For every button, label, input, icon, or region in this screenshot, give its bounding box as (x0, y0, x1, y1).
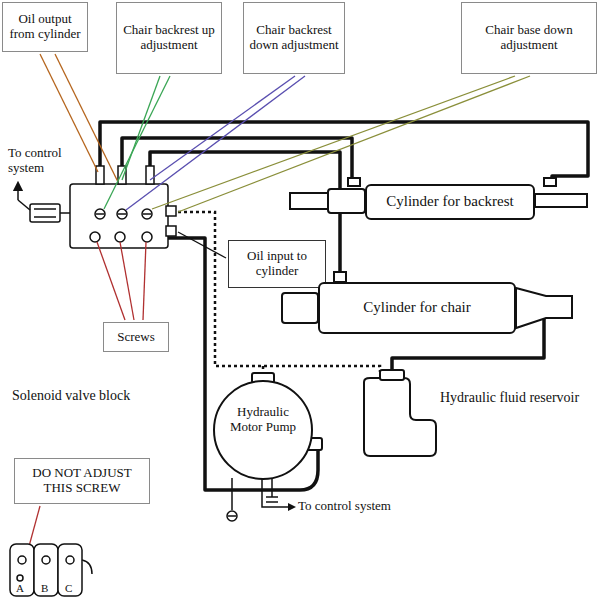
valve-letter: B (41, 582, 48, 595)
part-label: Solenoid valve block (12, 388, 130, 404)
leader-line (97, 242, 125, 320)
cylinder-body: Cylinder for chair (318, 282, 516, 334)
backrest-cylinder-parts (544, 178, 556, 186)
signal-label: To control system (8, 146, 88, 176)
solenoid-valve-block (34, 216, 56, 218)
valve-block-detail (66, 556, 74, 564)
solenoid-valve-block (117, 209, 127, 219)
node-text: Hydraulic Motor Pump (229, 405, 297, 435)
cylinder-body: Cylinder for backrest (365, 184, 535, 220)
solenoid-valve-block (142, 209, 152, 219)
valve-block-detail (42, 556, 50, 564)
ground-symbol (228, 515, 236, 517)
node-text: DO NOT ADJUST THIS SCREW (20, 466, 144, 496)
valve-block-detail (17, 575, 23, 581)
hydraulic-reservoir (380, 370, 404, 380)
control-wire (266, 496, 278, 498)
callout-box: Oil output from cylinder (2, 2, 88, 52)
node-text: Cylinder for chair (326, 299, 508, 316)
hydraulic-hose (122, 138, 352, 186)
solenoid-valve-block (146, 166, 154, 184)
control-wire (18, 200, 30, 210)
node-text: Screws (109, 330, 163, 345)
signal-label: To control system (298, 499, 391, 514)
ground-symbol (227, 478, 237, 521)
solenoid-valve-block (60, 212, 70, 214)
solenoid-valve-block (142, 232, 152, 242)
leader-line (55, 54, 118, 182)
callout-box: Screws (103, 322, 169, 352)
valve-block-detail (82, 560, 92, 574)
callout-box: Chair backrest down adjustment (243, 2, 345, 74)
control-wire (266, 501, 278, 503)
leader-line (104, 76, 170, 209)
hydraulic-reservoir (364, 378, 436, 456)
chair-cylinder-parts (516, 288, 572, 328)
leader-line (120, 242, 134, 320)
solenoid-valve-block (96, 166, 104, 184)
chair-cylinder-parts (334, 272, 346, 282)
valve-block-detail (34, 544, 58, 596)
valve-block-detail (58, 544, 82, 596)
node-text: Oil output from cylinder (8, 12, 82, 42)
valve-letter: C (65, 582, 72, 595)
solenoid-valve-block (143, 213, 151, 215)
hydraulic-reservoir (364, 370, 436, 456)
solenoid-valve-block (115, 232, 125, 242)
control-wire (262, 478, 292, 507)
node-text: Oil input to cylinder (234, 249, 320, 279)
ground-symbol (231, 478, 233, 510)
valve-block-detail (10, 544, 34, 596)
signal-arrow (17, 186, 19, 200)
leader-line (143, 242, 146, 320)
solenoid-valve-block (70, 184, 168, 248)
solenoid-valve-block (90, 232, 100, 242)
backrest-cylinder-parts (290, 193, 328, 209)
solenoid-valve-block (166, 206, 176, 216)
warning-box: DO NOT ADJUST THIS SCREW (14, 458, 150, 504)
node-text: Chair backrest up adjustment (122, 23, 216, 53)
node-text: Chair base down adjustment (467, 23, 591, 53)
solenoid-valve-block (96, 213, 104, 215)
signal-arrow (288, 503, 296, 511)
hydraulic-hose (100, 122, 588, 490)
valve-letter: A (16, 582, 24, 595)
node-text: Chair backrest down adjustment (249, 23, 339, 53)
solenoid-valve-block (30, 204, 60, 222)
chair-cylinder-parts (282, 293, 318, 323)
callout-box: Chair backrest up adjustment (116, 2, 222, 74)
control-wire (271, 478, 273, 497)
leader-line (178, 232, 226, 258)
solenoid-valve-block (95, 209, 105, 219)
backrest-cylinder-parts (328, 189, 365, 213)
solenoid-valve-block (118, 166, 126, 184)
callout-box: Oil input to cylinder (228, 240, 326, 288)
backrest-cylinder-parts (535, 194, 587, 207)
valve-block-detail (10, 544, 92, 596)
solenoid-valve-block (30, 166, 176, 248)
solenoid-valve-block (118, 213, 126, 215)
valve-block-detail (18, 556, 26, 564)
backrest-cylinder-parts (348, 178, 360, 186)
node-text: Cylinder for backrest (373, 193, 527, 210)
solenoid-valve-block (166, 226, 176, 236)
solenoid-valve-block (34, 208, 56, 210)
callout-box: Chair base down adjustment (461, 2, 597, 74)
part-label: Hydraulic fluid reservoir (440, 390, 579, 406)
leader-line (122, 76, 160, 180)
leader-line (126, 76, 305, 210)
pump-circle: Hydraulic Motor Pump (213, 380, 313, 480)
ground-symbol (227, 511, 237, 521)
control-wire (262, 478, 292, 507)
